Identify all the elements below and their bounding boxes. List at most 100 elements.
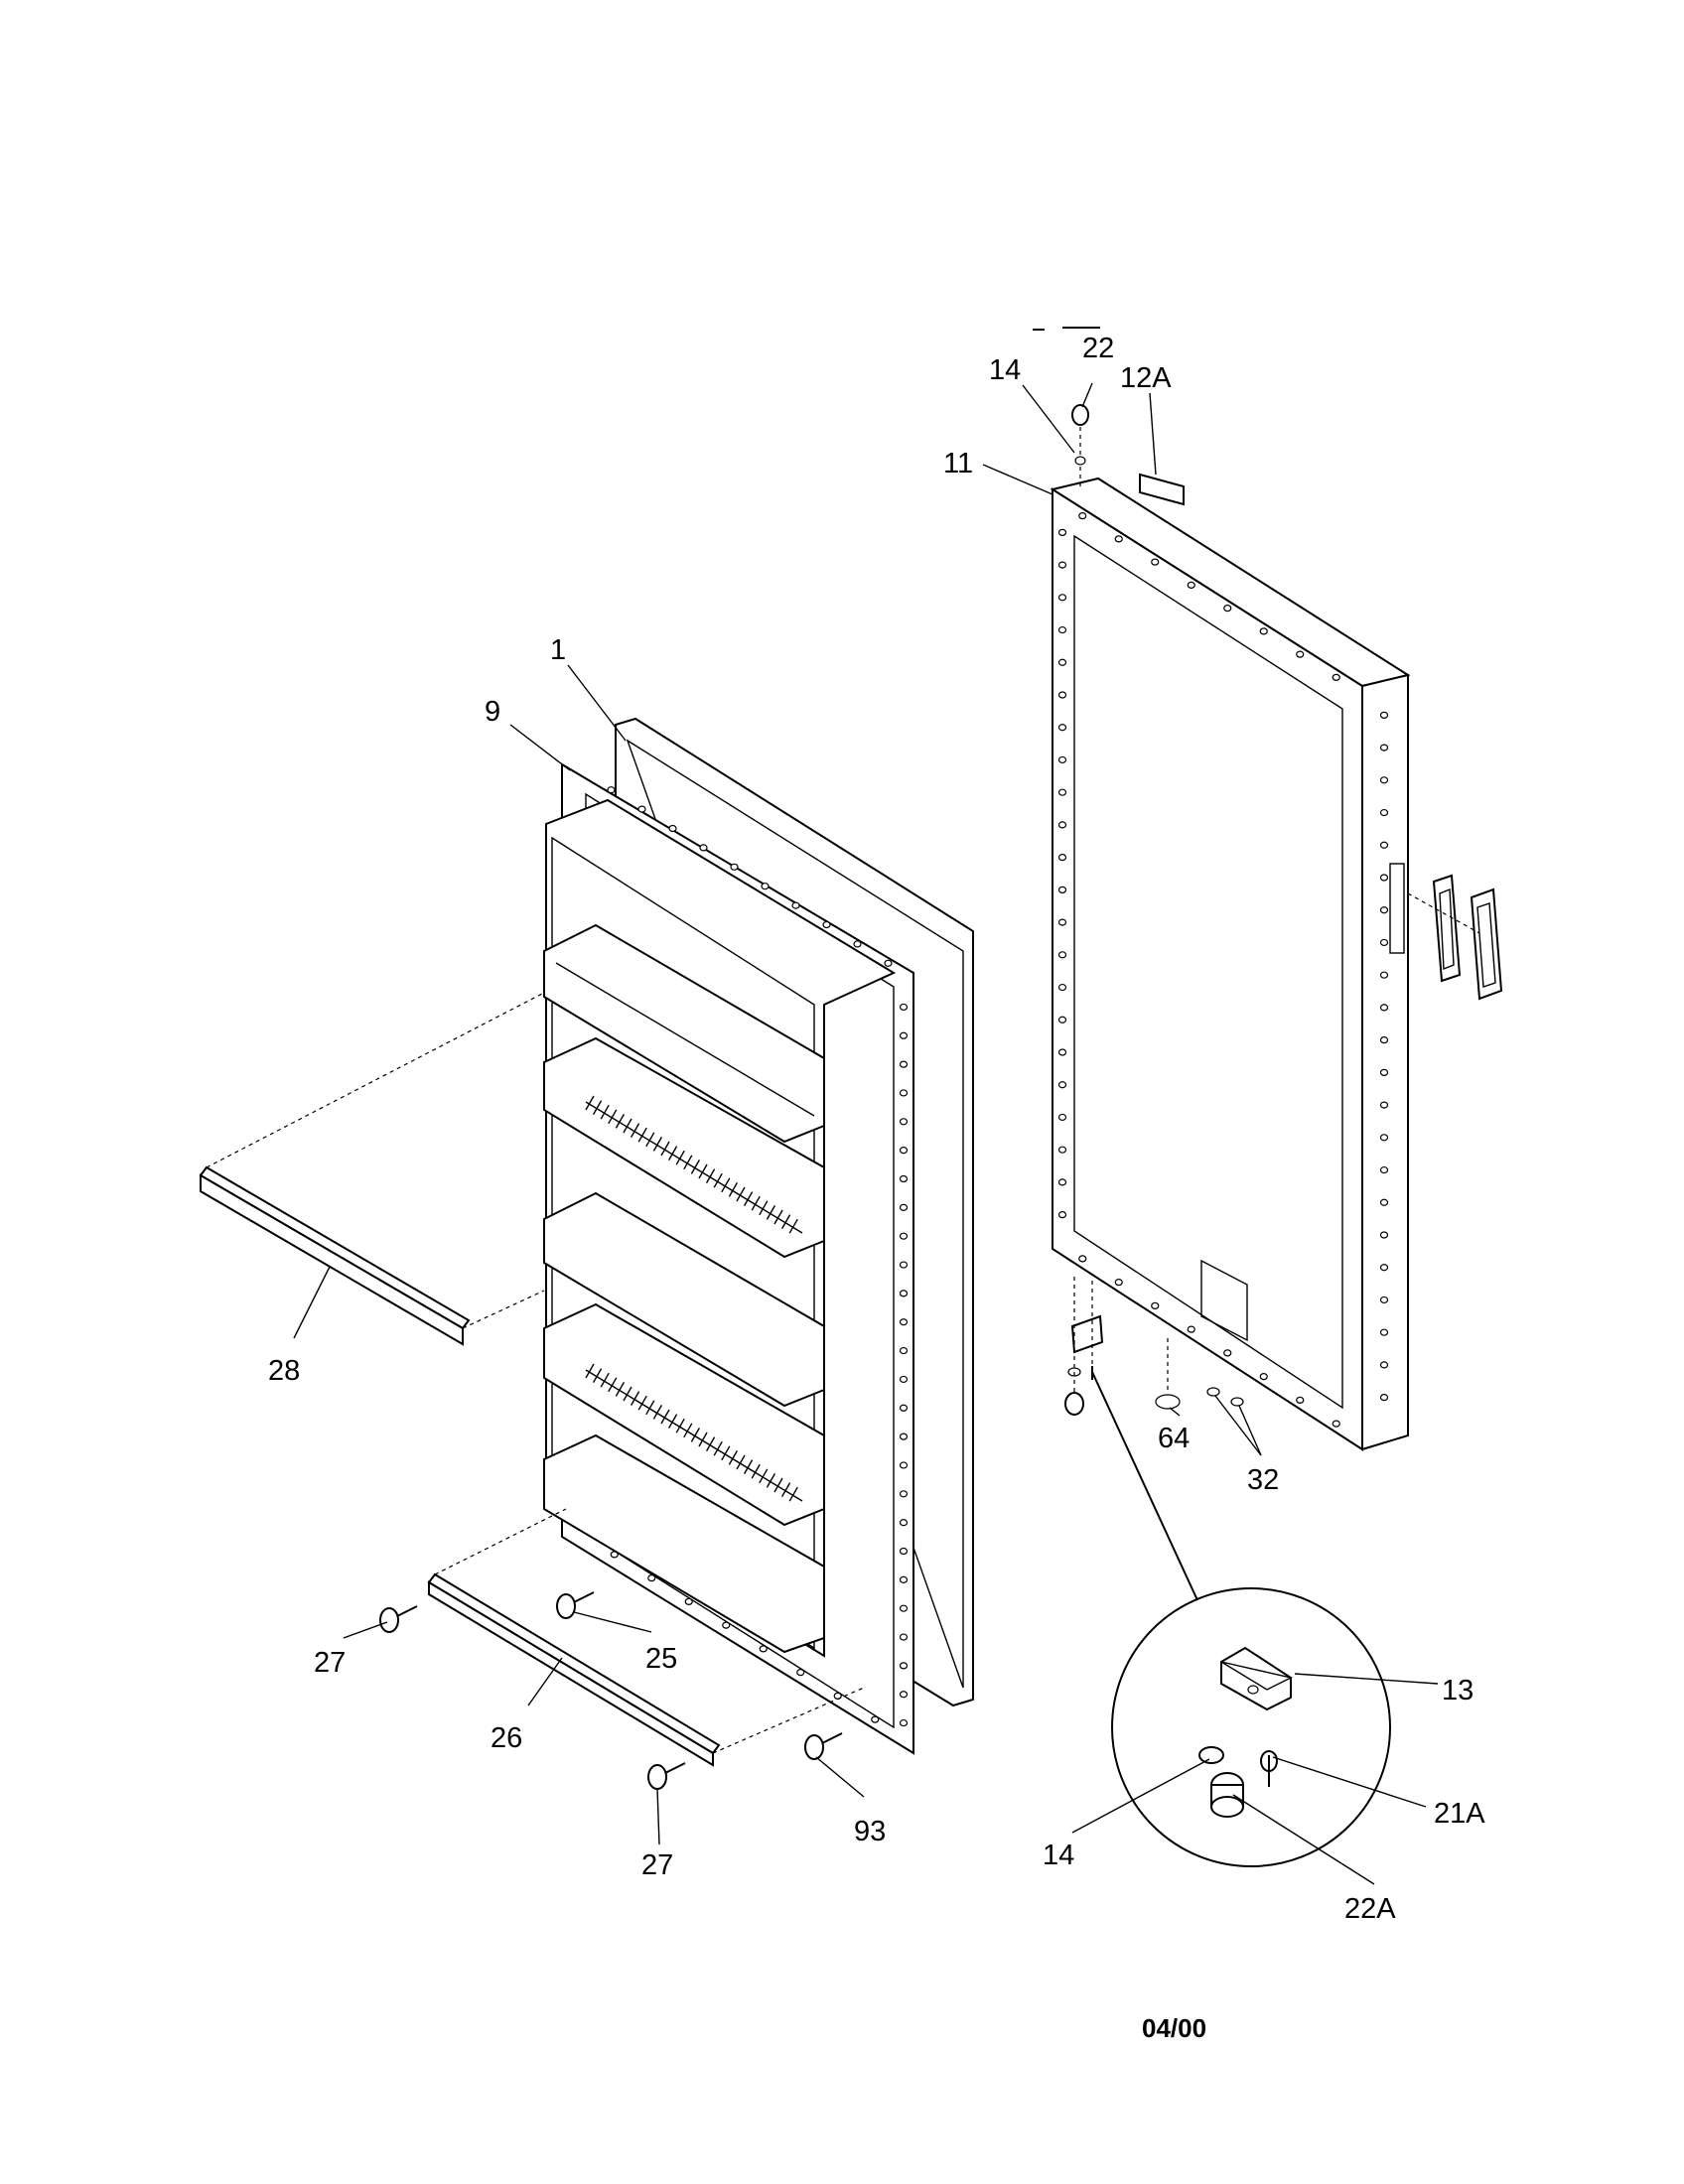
shelf-rib [698,1163,708,1179]
mounting-hole [1379,1165,1389,1174]
shelf-rib [637,1395,647,1411]
mounting-hole [899,1575,909,1583]
shelf-rib [592,1368,603,1383]
shelf-rib [690,1160,701,1174]
mounting-hole [1332,1420,1340,1428]
mounting-hole [884,959,893,967]
mounting-hole [1057,1146,1067,1154]
mounting-hole [759,1645,768,1653]
mounting-hole [899,1433,909,1440]
mounting-hole [1057,594,1067,602]
mounting-hole [899,1691,909,1699]
mounting-hole [607,786,616,794]
mounting-hole [1057,918,1067,926]
mounting-hole [1379,971,1389,979]
shelf-rib [645,1132,655,1148]
mounting-hole [699,844,708,852]
label-11: 11 [943,448,973,479]
mounting-hole [1379,1264,1389,1272]
label-1: 1 [550,634,566,666]
mounting-hole [1057,886,1067,893]
part-64 [1155,1394,1181,1410]
mounting-hole [1379,744,1389,751]
mounting-hole [899,1203,909,1211]
mounting-hole [1332,673,1340,681]
mounting-hole [1379,776,1389,784]
shelf-rail-28 [199,992,545,1346]
mounting-hole [899,1633,909,1641]
shelf-rib [615,1114,626,1129]
mounting-hole [1379,1134,1389,1142]
label-93: 93 [854,1816,886,1847]
mounting-hole [684,1597,693,1605]
mounting-hole [899,1290,909,1297]
mounting-hole [1379,1068,1389,1076]
label-22a: 22A [1344,1893,1396,1925]
shelf-rib [585,1095,595,1111]
leader-lines [293,382,1439,1885]
mounting-hole [668,824,677,833]
mounting-hole [1379,1004,1389,1012]
shelf-rib [683,1423,693,1438]
label-21a: 21A [1434,1798,1485,1830]
shelf-rib [766,1205,776,1220]
shelf-rib [773,1477,783,1493]
mounting-hole [1379,1101,1389,1109]
shelf-rib [592,1100,603,1115]
mounting-hole [1379,874,1389,882]
mounting-hole [1057,658,1067,666]
mounting-hole [1114,535,1123,543]
mounting-hole [761,883,770,890]
shelf-rib [736,1454,746,1470]
mounting-hole [1057,983,1067,992]
mounting-hole [899,1147,909,1155]
mounting-hole [1379,938,1389,947]
shelf-rib [675,1418,685,1433]
mounting-hole [791,901,800,909]
shelf-rib [788,1218,798,1234]
mounting-hole [1379,1361,1389,1369]
mounting-hole [1379,1231,1389,1239]
mounting-hole [899,1547,909,1556]
shelf-rib [713,1172,723,1188]
shelf-rib [615,1382,626,1397]
shelf-rib [690,1428,701,1442]
label-12a: 12A [1120,362,1172,394]
shelf-rib [773,1209,783,1225]
bottom-hinge-parts [1064,1277,1244,1601]
mounting-hole [899,1318,909,1326]
shelf-rib [728,1450,739,1465]
label-28: 28 [268,1355,300,1387]
mounting-hole [1057,625,1067,634]
label-32: 32 [1247,1464,1279,1496]
screw-93 [804,1732,843,1760]
mounting-hole [899,1461,909,1469]
shelf-rib [751,1463,761,1479]
mounting-hole [1057,951,1067,959]
mounting-hole [899,1662,909,1670]
mounting-hole [899,1375,909,1384]
mounting-hole [1187,1325,1195,1333]
shelf-rib [623,1386,632,1402]
label-14-top: 14 [989,354,1021,386]
shelf-rib [623,1118,632,1134]
screw-27-bottom [647,1762,686,1790]
label-9: 9 [485,696,500,728]
mounting-hole [1379,1198,1389,1206]
mounting-hole [1057,1178,1067,1186]
mounting-hole [647,1574,656,1582]
mounting-hole [1379,1394,1389,1402]
label-27-left: 27 [314,1647,346,1679]
shelf-rib [660,1141,670,1157]
label-64: 64 [1158,1423,1190,1454]
shelf-rib [743,1459,754,1474]
label-13: 13 [1442,1675,1474,1706]
label-22: 22 [1082,333,1114,364]
mounting-hole [1187,581,1195,589]
mounting-hole [899,1261,909,1269]
shelf-rib [721,1177,731,1193]
mounting-hole [1057,821,1067,829]
mounting-hole [1057,561,1067,569]
label-plate-12a [1139,473,1185,506]
